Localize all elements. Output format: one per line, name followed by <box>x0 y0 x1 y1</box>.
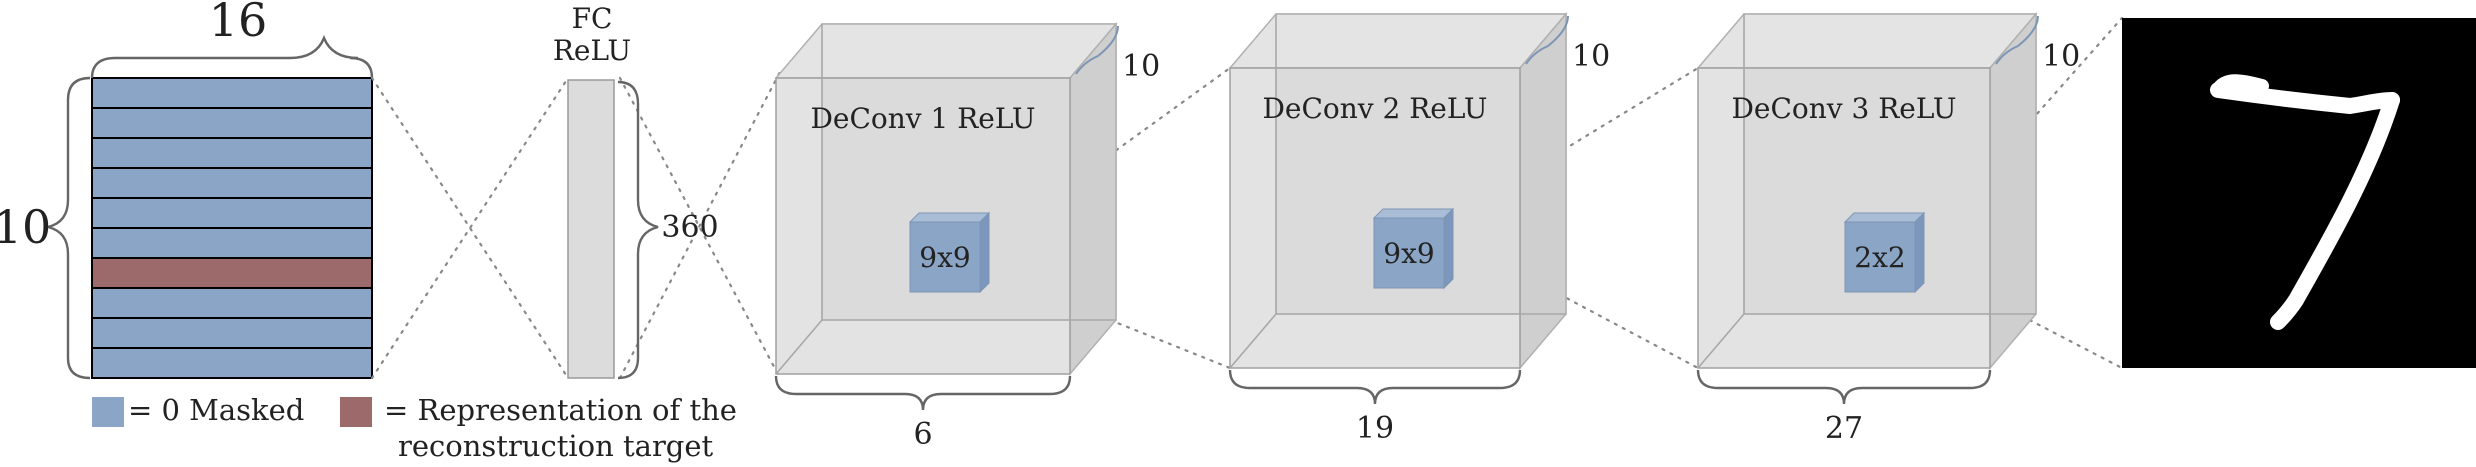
depth-brace <box>1525 15 1569 65</box>
legend-masked-text: = 0 Masked <box>128 393 304 427</box>
volume-top-face <box>774 23 1118 79</box>
kernel-cube: 9x9 <box>1372 207 1455 290</box>
matrix-row-masked <box>91 77 373 109</box>
kernel-side <box>1443 207 1454 290</box>
kernel-top <box>908 212 991 223</box>
matrix-rows <box>91 77 373 379</box>
matrix-row-masked <box>91 317 373 349</box>
connector-k2-deconv3-1 <box>1446 66 1700 222</box>
fc-size-brace <box>617 80 659 380</box>
depth-label: 10 <box>2042 39 2080 74</box>
fc-label: FC <box>572 2 613 35</box>
kernel-size-label: 2x2 <box>1854 241 1905 274</box>
digit-seven-stroke-top-curve <box>2211 74 2269 97</box>
kernel-cube: 2x2 <box>1843 211 1926 294</box>
masked-capsule-matrix: 16 10 <box>0 0 374 380</box>
depth-label: 10 <box>1572 39 1610 74</box>
deconv-label: DeConv 1 ReLU <box>810 102 1035 135</box>
deconv-volume-3: DeConv 3 ReLU 2x2 27 10 <box>1696 11 2080 446</box>
legend-target-text-line1: = Representation of the <box>384 393 737 427</box>
volume-hidden-edge <box>1697 313 1745 369</box>
volume-side-face <box>1519 11 1567 371</box>
volume-front-face <box>1697 67 1991 369</box>
depth-brace <box>1075 25 1119 75</box>
kernel-size-label: 9x9 <box>1383 237 1434 270</box>
kernel-side <box>1914 211 1925 294</box>
legend-target-swatch <box>340 397 372 427</box>
matrix-row-masked <box>91 137 373 169</box>
matrix-row-masked <box>91 167 373 199</box>
deconv-label: DeConv 3 ReLU <box>1731 92 1956 125</box>
kernel-front <box>909 221 981 293</box>
volume-side-face <box>1989 11 2037 371</box>
kernel-size-label: 9x9 <box>919 241 970 274</box>
deconv-label: DeConv 2 ReLU <box>1262 92 1487 125</box>
kernel-cube: 9x9 <box>908 211 991 294</box>
matrix-row-masked <box>91 287 373 319</box>
volume-side-face <box>1069 21 1117 377</box>
width-brace <box>774 375 1072 411</box>
matrix-row-masked <box>91 197 373 229</box>
connector-fc-deconv1-2 <box>618 70 782 380</box>
matrix-width-brace <box>90 34 374 79</box>
legend-target-text-line2: reconstruction target <box>398 429 714 463</box>
legend: = 0 Masked = Representation of the recon… <box>92 393 737 463</box>
matrix-height-brace <box>47 76 91 380</box>
deconv-volume-2: DeConv 2 ReLU 9x9 19 10 <box>1228 11 1610 446</box>
fc-size-label: 360 <box>661 210 718 245</box>
output-image-background <box>2122 18 2476 368</box>
depth-label: 10 <box>1122 49 1160 84</box>
fc-layer: FC ReLU 360 <box>553 2 719 380</box>
kernel-top <box>1843 212 1926 223</box>
kernel-front <box>1844 221 1916 293</box>
connector-k1-deconv2-1 <box>983 66 1232 247</box>
connector-fc-deconv1-1 <box>618 76 782 380</box>
matrix-row-target <box>91 257 373 289</box>
width-brace <box>1696 369 1992 405</box>
matrix-width-label: 16 <box>209 0 268 47</box>
matrix-row-masked <box>91 227 373 259</box>
digit-seven-stroke-diagonal <box>2270 92 2400 330</box>
kernel-side <box>979 211 990 294</box>
digit-seven-glyph <box>2210 74 2400 330</box>
fc-bar <box>567 79 615 379</box>
width-label: 6 <box>913 417 932 452</box>
volume-hidden-edge <box>775 319 823 375</box>
connector-matrix-fc-2 <box>370 76 570 380</box>
digit-seven-stroke <box>2210 82 2400 114</box>
width-label: 19 <box>1356 411 1394 446</box>
legend-masked-swatch <box>92 397 124 427</box>
deconv-volume-1: DeConv 1 ReLU 9x9 6 10 <box>774 21 1160 452</box>
volume-hidden-edge <box>1229 313 1277 369</box>
volume-top-face <box>1696 13 2038 69</box>
matrix-row-masked <box>91 347 373 379</box>
matrix-row-masked <box>91 107 373 139</box>
volume-top-face <box>1228 13 1568 69</box>
kernel-front <box>1373 217 1445 289</box>
kernel-top <box>1372 208 1455 219</box>
width-brace <box>1228 369 1522 405</box>
output-image <box>2122 18 2476 368</box>
matrix-height-label: 10 <box>0 200 51 254</box>
width-label: 27 <box>1825 411 1863 446</box>
fc-activation-label: ReLU <box>553 34 631 67</box>
depth-brace <box>1995 15 2039 65</box>
